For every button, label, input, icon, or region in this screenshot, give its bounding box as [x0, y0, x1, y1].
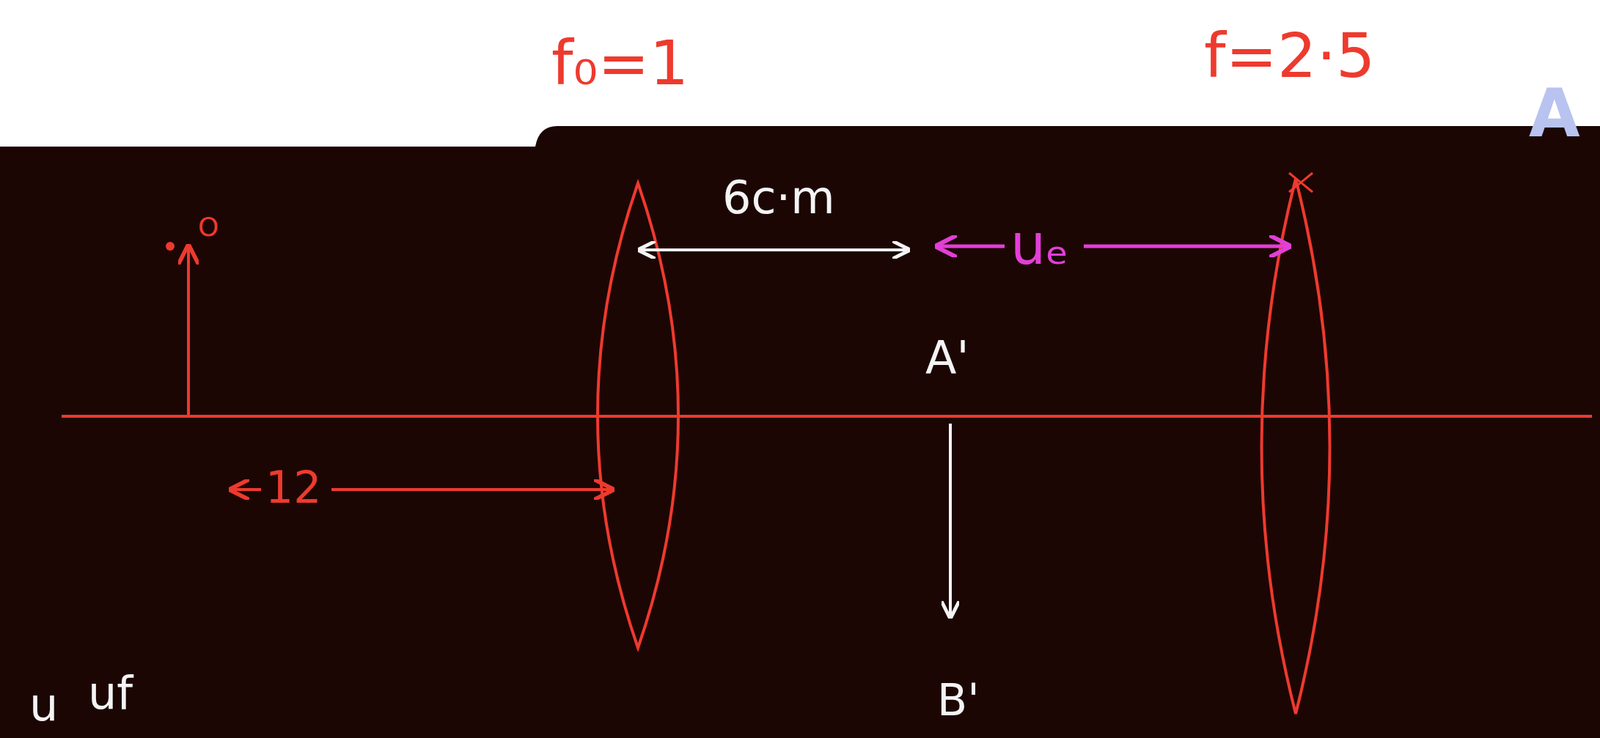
formula-text: uf	[87, 668, 133, 719]
dimension-arrow	[937, 244, 1005, 249]
focal-length-label: f=2·5	[1204, 21, 1376, 90]
distance-label: 12	[265, 463, 322, 512]
dimension-arrow	[230, 488, 262, 492]
objective-lens	[597, 183, 679, 649]
image-arrow	[948, 423, 952, 618]
watermark-letter: A	[1528, 76, 1581, 150]
dimension-arrow	[331, 488, 613, 492]
cross-mark	[1289, 173, 1313, 193]
principal-axis	[61, 415, 1592, 418]
image-point-label: A'	[925, 333, 969, 384]
dimension-arrow	[639, 248, 909, 252]
object-label: O	[197, 212, 219, 242]
paper-strip	[0, 0, 1600, 147]
distance-label: 6c·m	[722, 173, 836, 223]
object-dot	[165, 241, 175, 251]
object-arrow	[186, 246, 190, 417]
focal-length-label: f₀=1	[551, 29, 689, 97]
eyepiece-lens	[1261, 178, 1331, 715]
formula-text: u	[29, 680, 58, 731]
dimension-arrow	[1083, 244, 1290, 249]
image-point-label: B'	[937, 676, 980, 725]
distance-label: uₑ	[1010, 214, 1070, 276]
